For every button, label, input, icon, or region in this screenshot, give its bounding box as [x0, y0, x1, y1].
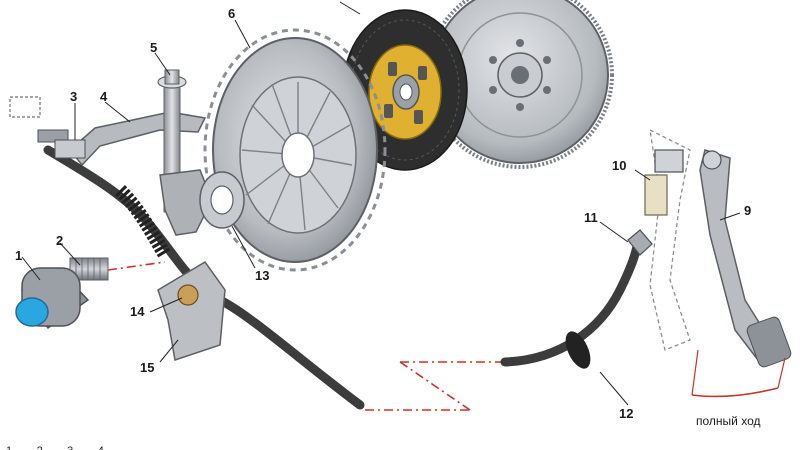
pedal-travel-indicator	[691, 349, 786, 398]
label-10: 10	[612, 158, 626, 173]
label-3: 3	[70, 89, 77, 104]
input-shaft	[15, 257, 109, 330]
cable-tip	[9, 96, 86, 159]
travel-label: полный ход	[696, 414, 760, 428]
figure-caption: 1 – ... 2 – ... 3 – ... 4 – ...	[6, 440, 796, 450]
label-5: 5	[150, 40, 157, 55]
label-7: 7	[330, 0, 337, 1]
leader-lines	[21, 1, 741, 406]
label-11: 11	[584, 210, 598, 225]
pressure-plate	[203, 28, 387, 272]
clutch-pedal	[649, 128, 792, 368]
label-2: 2	[56, 233, 63, 248]
cable-bracket	[157, 261, 226, 361]
flywheel	[426, 0, 614, 169]
cable-adjuster	[627, 149, 684, 256]
guide-lines	[107, 261, 505, 411]
part-labels: 1 2 3 4 5 6 7 9 10 11 12 13 14 15 полный…	[15, 0, 760, 428]
label-13: 13	[255, 268, 269, 283]
label-14: 14	[130, 304, 145, 319]
label-6: 6	[228, 6, 235, 21]
release-bearing	[199, 171, 245, 229]
label-15: 15	[140, 360, 154, 375]
label-4: 4	[100, 89, 108, 104]
label-12: 12	[619, 406, 633, 421]
release-fork	[68, 69, 213, 236]
label-1: 1	[15, 248, 22, 263]
label-9: 9	[744, 203, 751, 218]
